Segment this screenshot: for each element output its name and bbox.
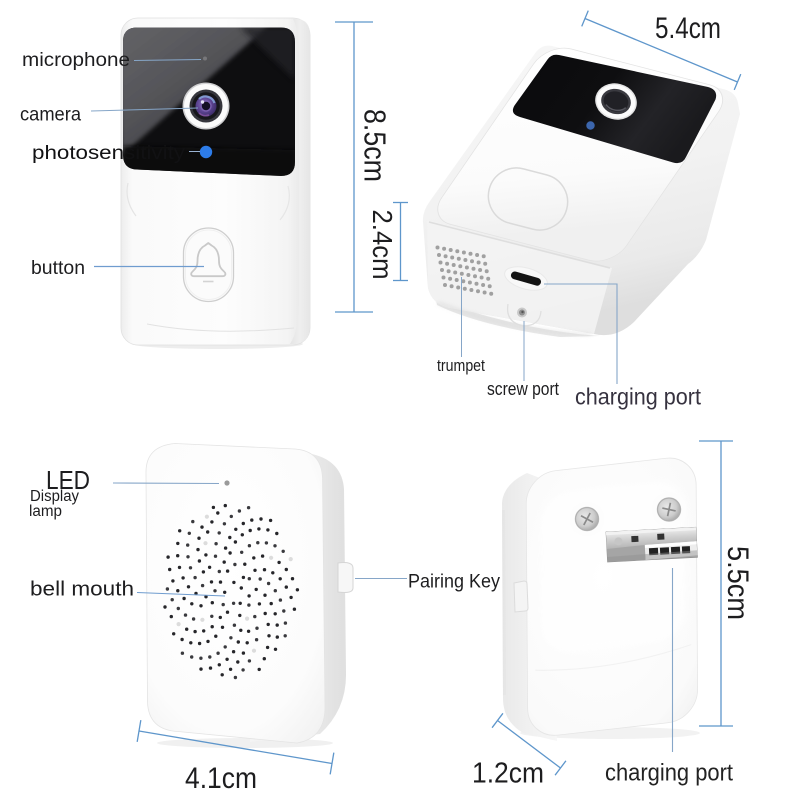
svg-text:1.2cm: 1.2cm — [472, 758, 544, 790]
svg-text:LED: LED — [46, 465, 90, 495]
svg-text:microphone: microphone — [22, 49, 130, 71]
svg-text:5.4cm: 5.4cm — [655, 12, 721, 45]
svg-text:8.5cm: 8.5cm — [358, 109, 393, 182]
svg-text:lamp: lamp — [29, 503, 62, 520]
svg-text:trumpet: trumpet — [437, 356, 485, 375]
svg-text:bell mouth: bell mouth — [30, 579, 134, 601]
svg-text:camera: camera — [20, 104, 81, 126]
svg-text:4.1cm: 4.1cm — [185, 762, 257, 795]
svg-text:charging port: charging port — [605, 760, 733, 787]
svg-text:screw port: screw port — [487, 379, 559, 399]
svg-text:5.5cm: 5.5cm — [721, 546, 754, 620]
svg-text:photosensitivity: photosensitivity — [32, 142, 185, 164]
svg-text:2.4cm: 2.4cm — [367, 210, 398, 280]
svg-text:charging port: charging port — [575, 384, 701, 410]
svg-text:button: button — [31, 257, 85, 279]
svg-text:Pairing Key: Pairing Key — [408, 571, 500, 593]
svg-text:Display: Display — [30, 488, 79, 505]
